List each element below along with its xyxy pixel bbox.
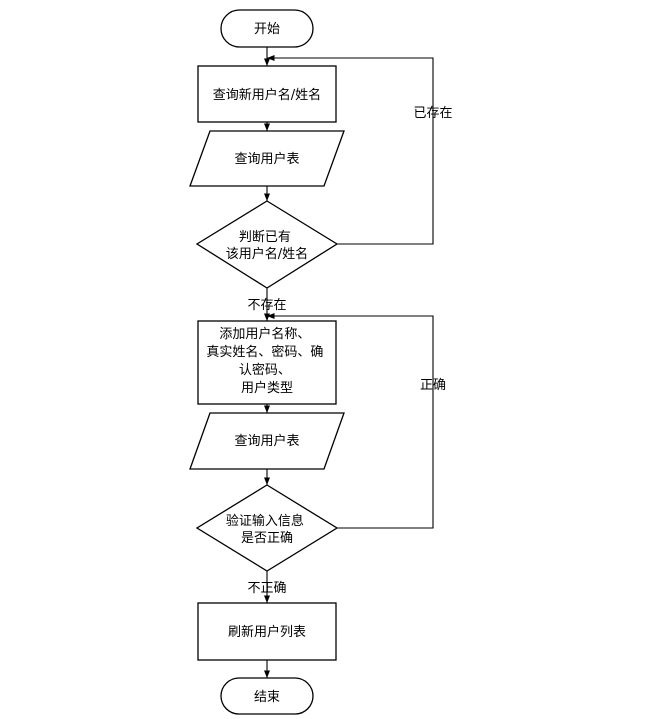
edge-correct-loop: [267, 312, 434, 529]
check-exists-decision: 判断已有 该用户名/姓名: [195, 200, 339, 289]
add-user-node: 添加用户名称、 真实姓名、密码、确 认密码、 用户类型: [197, 320, 337, 405]
check-exists-label: 判断已有 该用户名/姓名: [226, 230, 308, 262]
query-table-node-2: 查询用户表: [189, 412, 345, 470]
verify-line-1: 验证输入信息: [226, 513, 304, 529]
refresh-label: 刷新用户列表: [228, 624, 306, 640]
edge-label-correct: 正确: [420, 378, 446, 393]
query-name-node: 查询新用户名/姓名: [197, 65, 337, 123]
query-table-node-1: 查询用户表: [189, 130, 345, 187]
verify-label: 验证输入信息 是否正确: [226, 513, 308, 546]
refresh-node: 刷新用户列表: [197, 602, 337, 661]
add-user-line-3: 认密码、: [239, 362, 291, 378]
end-node: 结束: [220, 677, 314, 715]
add-user-line-2: 真实姓名、密码、确: [206, 344, 323, 360]
edge-exists-loop: [267, 54, 434, 245]
query-table-label-1: 查询用户表: [234, 151, 299, 167]
query-table-label-2: 查询用户表: [234, 433, 299, 449]
start-node: 开始: [220, 9, 314, 48]
verify-line-2: 是否正确: [241, 531, 293, 546]
edge-label-exists: 已存在: [413, 106, 452, 121]
verify-decision: 验证输入信息 是否正确: [195, 484, 339, 572]
check-exists-line-1: 判断已有: [239, 230, 291, 245]
end-label: 结束: [254, 690, 280, 705]
query-name-label: 查询新用户名/姓名: [213, 87, 321, 103]
add-user-label: 添加用户名称、 真实姓名、密码、确 认密码、 用户类型: [206, 326, 327, 396]
check-exists-line-2: 该用户名/姓名: [226, 246, 308, 262]
edge-label-not-exists: 不存在: [247, 298, 286, 313]
add-user-line-1: 添加用户名称、: [219, 326, 310, 342]
add-user-line-4: 用户类型: [241, 380, 293, 396]
start-label: 开始: [254, 22, 280, 37]
edge-label-incorrect: 不正确: [247, 581, 286, 596]
